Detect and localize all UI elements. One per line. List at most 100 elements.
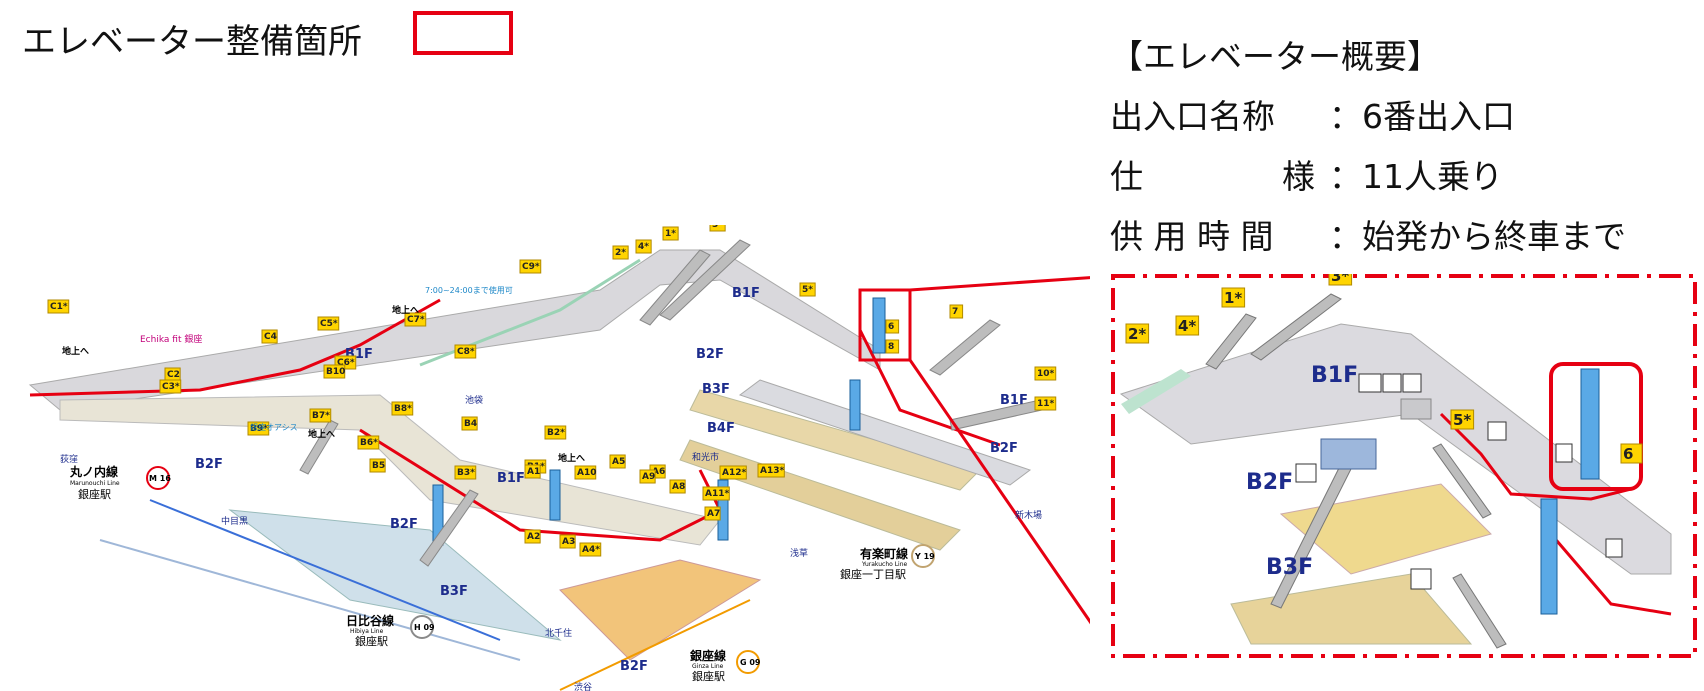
exit-tag: 10* xyxy=(1037,369,1055,379)
exit-tag-box xyxy=(579,542,602,557)
toilet-icons xyxy=(1358,373,1422,393)
detail-b2f-floor xyxy=(1279,483,1492,575)
exit-tag: B10 xyxy=(326,367,345,377)
exit-tag-box xyxy=(635,239,652,254)
detail-route-red xyxy=(1549,533,1672,616)
direction-label: 中目黒 xyxy=(221,515,248,527)
floor-label: B3F xyxy=(440,584,468,599)
exit-tag-box xyxy=(702,486,730,501)
detail-walkway xyxy=(1121,369,1191,414)
detail-floor-label: B1F xyxy=(1311,363,1358,388)
exit-tag: B8* xyxy=(394,404,412,414)
b3f-platform-hibiya xyxy=(228,509,562,641)
ginza-line-en: Ginza Line xyxy=(692,663,724,670)
hibiya-line-en: Hibiya Line xyxy=(350,628,384,635)
info-title: 【エレベーター概要】 xyxy=(1110,37,1440,76)
exit-tag: A13* xyxy=(760,466,784,476)
exit-tag-box xyxy=(709,225,726,232)
direction-label: 荻窪 xyxy=(60,453,78,465)
legend-title: エレベーター整備箇所 xyxy=(22,22,362,62)
floor-label: B1F xyxy=(732,286,760,301)
exit-tag-box xyxy=(949,304,964,319)
ground-up-label: 地上へ xyxy=(392,304,419,316)
exit-tag: 5* xyxy=(1453,411,1471,429)
elevator-6 xyxy=(872,297,886,354)
info-value: ：始発から終車まで xyxy=(1329,217,1626,256)
floor-label: B1F xyxy=(1000,393,1028,408)
exit-tag-box xyxy=(247,421,270,436)
exit-tag: C8* xyxy=(457,347,475,357)
exit-tag: 8 xyxy=(888,342,894,352)
elevator-icon xyxy=(1605,538,1623,558)
exit-tag-box xyxy=(719,465,747,480)
exit-tag-box xyxy=(1125,323,1150,344)
ginza-oasis-label: 銀座オアシス xyxy=(250,422,298,432)
route-red-3 xyxy=(858,329,1001,447)
direction-label: 渋谷 xyxy=(574,681,592,691)
exit-tag-box xyxy=(454,465,477,480)
detail-stairs xyxy=(1205,313,1257,370)
detail-stairs xyxy=(1432,443,1492,519)
exit-tag: C5* xyxy=(320,319,338,329)
exit-tag: 4* xyxy=(638,242,649,252)
elevator-icon xyxy=(1555,443,1573,463)
exit-tag: C9* xyxy=(522,262,540,272)
yurakucho-line-en: Yurakucho Line xyxy=(861,561,908,568)
route-red xyxy=(29,298,441,397)
exit-tag: C7* xyxy=(407,315,425,325)
ginza-station-label: 銀座駅 xyxy=(692,669,725,683)
exit-tag-box xyxy=(524,529,541,544)
floor-label: B2F xyxy=(696,347,724,362)
exit-tag: 1* xyxy=(1224,289,1242,307)
direction-label: 和光市 xyxy=(692,451,719,463)
hibiya-station-label: 銀座駅 xyxy=(355,634,388,648)
yurakucho-station-label: 銀座一丁目駅 xyxy=(840,567,906,581)
exit-tag: B7* xyxy=(312,411,330,421)
hours-note: 7:00~24:00まで使用可 xyxy=(425,285,513,295)
exit-tag: 11* xyxy=(1037,399,1055,409)
elevator-d xyxy=(849,379,861,431)
exit-tag-box xyxy=(47,299,70,314)
exit-tag-box xyxy=(323,364,346,379)
line-hibiya xyxy=(99,539,521,661)
exit-tag-box xyxy=(261,329,278,344)
elevator-6-highlight xyxy=(1549,362,1643,491)
elevator-6-shaft xyxy=(1580,368,1600,480)
line-orange xyxy=(559,599,751,691)
exit-tag-box xyxy=(309,408,332,423)
exit-tag-box xyxy=(391,401,414,416)
floor-label: B2F xyxy=(620,659,648,674)
detail-facility-box xyxy=(1400,398,1432,420)
floor-label: B2F xyxy=(990,441,1018,456)
detail-exit-tags: 1*2*3*4*5*6 xyxy=(1125,274,1643,464)
legend-swatch xyxy=(413,11,513,55)
exit-tag: A7 xyxy=(707,509,720,519)
exit-tag-box xyxy=(669,479,686,494)
exit-tag: 3* xyxy=(712,225,723,230)
info-row-exit-name: 出入口名称：6番出入口 xyxy=(1110,90,1515,138)
elevator-highlight xyxy=(858,288,912,362)
exit-tag: B4 xyxy=(464,419,477,429)
exit-tag: C1* xyxy=(50,302,68,312)
info-icon xyxy=(1410,568,1432,590)
counter-icon xyxy=(1295,463,1317,483)
exit-tag: A5 xyxy=(612,457,625,467)
exit-tag: B5 xyxy=(372,461,385,471)
callout-line xyxy=(908,359,1090,625)
direction-label: 新木場 xyxy=(1015,509,1042,521)
callout-line xyxy=(909,276,1090,292)
exit-tag-box xyxy=(1175,315,1200,336)
marunouchi-code: M 16 xyxy=(149,474,171,483)
exit-tag-box xyxy=(574,465,597,480)
elevator-e xyxy=(549,469,561,521)
exit-tag: A12* xyxy=(722,468,746,478)
floor-label: B2F xyxy=(195,457,223,472)
exit-tag-box xyxy=(1221,287,1246,308)
floor-label: B1F xyxy=(497,471,525,486)
b4f-platform-yurakucho xyxy=(679,439,961,551)
marunouchi-line-label: 丸ノ内線 xyxy=(69,464,118,479)
ginza-code: G 09 xyxy=(740,658,761,667)
exit-tag: B9* xyxy=(250,424,268,434)
exit-tag: 2* xyxy=(1128,325,1146,343)
stairs xyxy=(659,239,751,321)
